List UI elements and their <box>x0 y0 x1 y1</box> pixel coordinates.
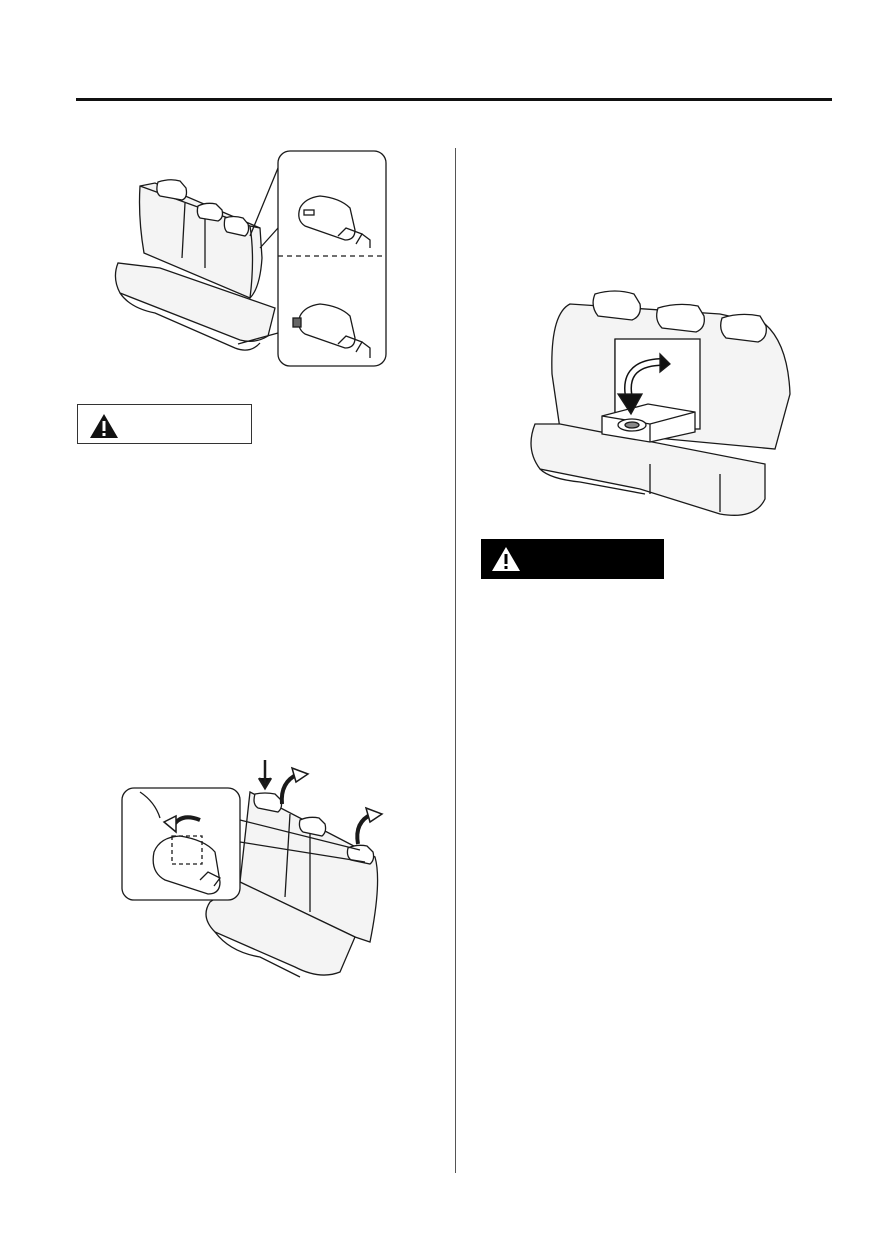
caution-notice <box>77 404 252 444</box>
seatback-release-figure <box>120 752 390 992</box>
header-rule <box>76 98 832 101</box>
warning-triangle-icon <box>90 414 118 438</box>
center-armrest-figure <box>520 284 795 524</box>
rear-seat-headrest-figure <box>100 148 390 373</box>
warning-notice <box>481 539 664 579</box>
column-divider <box>455 148 456 1173</box>
warning-triangle-icon <box>492 547 520 571</box>
